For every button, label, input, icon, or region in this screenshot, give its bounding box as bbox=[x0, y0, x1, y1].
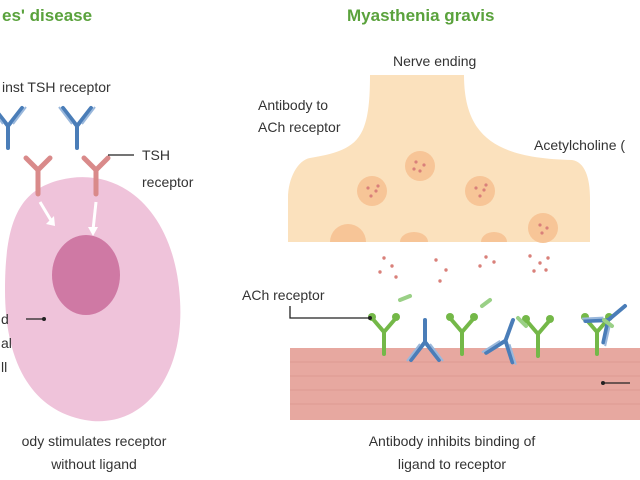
antibody-to-ach-label-line2: ACh receptor bbox=[258, 119, 341, 135]
antibody-to-ach-label-line1: Antibody to bbox=[258, 97, 329, 113]
cell-label-line3: ll bbox=[1, 359, 8, 375]
muscle-membrane bbox=[290, 348, 640, 420]
right-panel-title: Myasthenia gravis bbox=[347, 6, 495, 25]
left-leaders bbox=[26, 154, 134, 321]
tsh-receptor-label-line2: receptor bbox=[142, 174, 194, 190]
anti-tsh-antibody-label: inst TSH receptor bbox=[2, 79, 111, 95]
bound-ach-light-fragments bbox=[398, 294, 614, 328]
ach-receptor-label: ACh receptor bbox=[242, 287, 325, 303]
stimulation-arrows bbox=[38, 201, 98, 236]
right-caption-line2: ligand to receptor bbox=[397, 456, 507, 472]
synaptic-vesicles bbox=[330, 151, 558, 243]
right-caption-line1: Antibody inhibits binding of bbox=[368, 433, 536, 449]
left-panel-title: es' disease bbox=[2, 6, 93, 25]
left-caption-line2: without ligand bbox=[51, 456, 137, 472]
tsh-receptor-label-line1: TSH bbox=[142, 147, 170, 163]
left-caption-line1: ody stimulates receptor bbox=[21, 433, 167, 449]
cell-label-line1: d bbox=[1, 311, 9, 327]
right-leaders bbox=[289, 306, 630, 385]
anti-tsh-antibodies bbox=[0, 105, 97, 150]
acetylcholine-molecules bbox=[378, 254, 550, 283]
cell-nucleus bbox=[52, 235, 120, 315]
thyroid-cell bbox=[5, 177, 181, 422]
nerve-ending-label: Nerve ending bbox=[393, 53, 477, 69]
acetylcholine-label: Acetylcholine ( bbox=[534, 137, 626, 153]
cell-label-line2: al bbox=[1, 335, 12, 351]
